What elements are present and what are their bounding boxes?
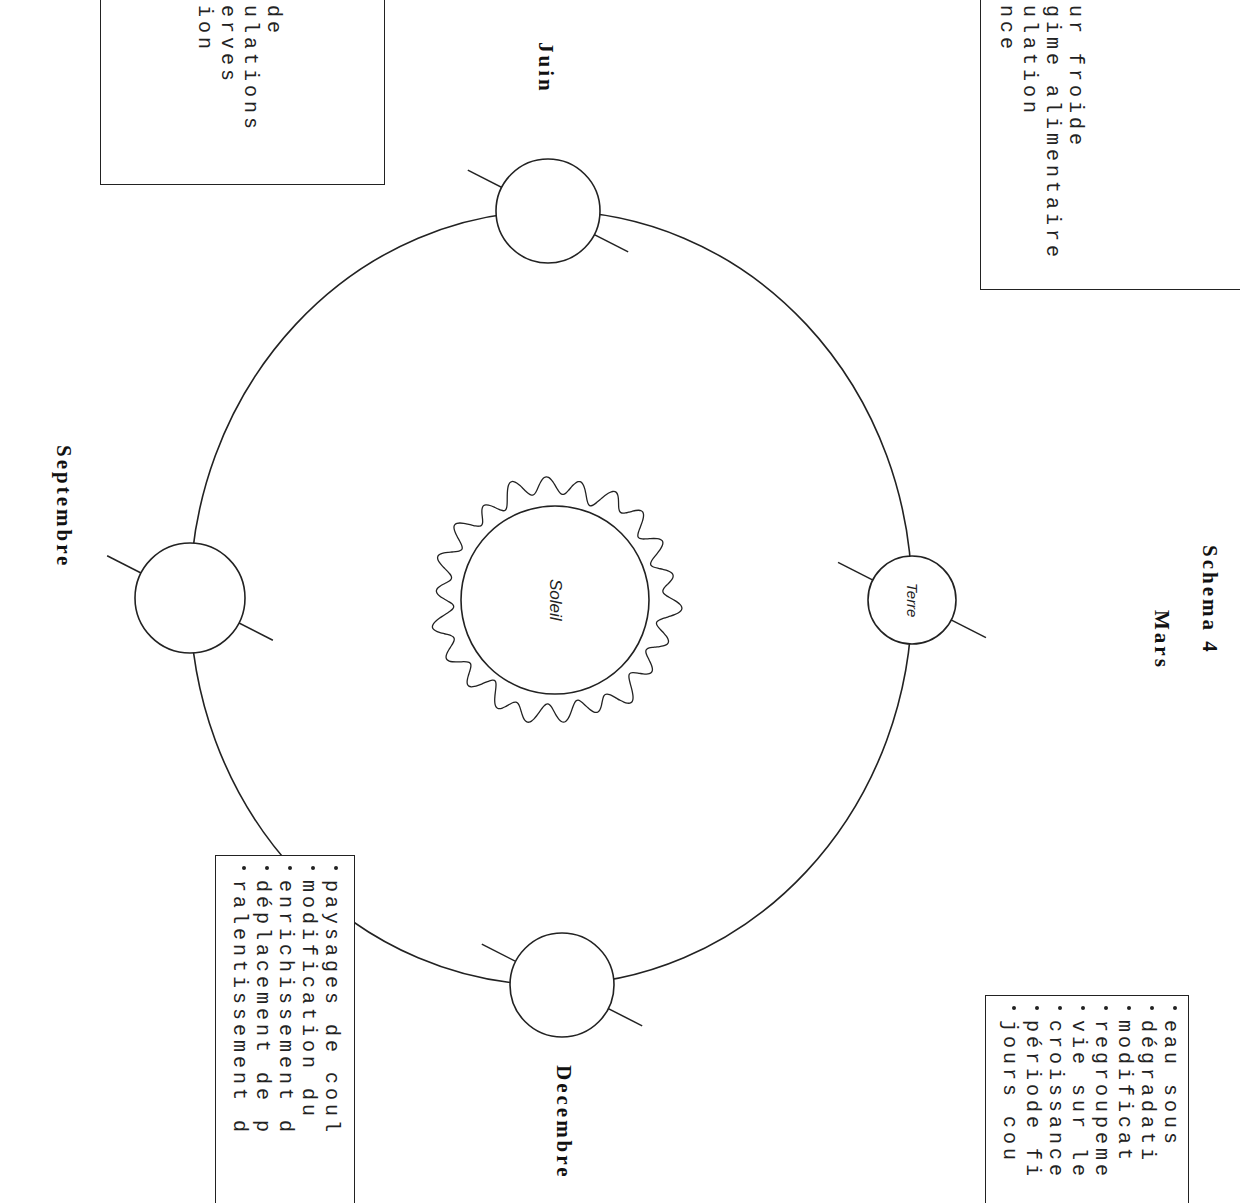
- list-text: ulation: [1018, 5, 1041, 117]
- bullet-dot: [1035, 1006, 1039, 1010]
- list-item: gime alimentaire: [1041, 5, 1064, 261]
- list-item: période fi: [1021, 1006, 1044, 1180]
- month-label: Decembre: [552, 1065, 576, 1180]
- list-text: erves: [216, 5, 239, 85]
- circle-text-holder: Soleil: [460, 505, 650, 695]
- note-box: nceulationgime alimentaireur froide: [980, 0, 1240, 290]
- body-name: Terre: [904, 583, 921, 617]
- bullet-dot: [265, 866, 269, 870]
- bullet-dot: [311, 866, 315, 870]
- month-label: Septembre: [52, 445, 76, 568]
- list-text: eau sous: [1159, 1020, 1182, 1148]
- list-item: jours cou: [998, 1006, 1021, 1180]
- list-item: ion: [193, 5, 216, 133]
- list-item: dégradati: [1136, 1006, 1159, 1180]
- list-item: croissance: [1044, 1006, 1067, 1180]
- list-text: nce: [995, 5, 1018, 53]
- list-text: vie sur le: [1067, 1020, 1090, 1180]
- list-text: de: [262, 5, 285, 37]
- list-item: nce: [995, 5, 1018, 261]
- body-name: Soleil: [545, 579, 565, 621]
- list-text: paysages de coul: [320, 880, 343, 1136]
- list-item: de: [262, 5, 285, 133]
- list-item: enrichissement d: [274, 866, 297, 1136]
- list-text: enrichissement d: [274, 880, 297, 1136]
- circle-text-holder: Terre: [867, 555, 957, 645]
- list-text: période fi: [1021, 1020, 1044, 1180]
- list-text: ion: [193, 5, 216, 53]
- list-text: regroupeme: [1090, 1020, 1113, 1180]
- list-text: ulations: [239, 5, 262, 133]
- bullet-dot: [1058, 1006, 1062, 1010]
- bullet-dot: [1150, 1006, 1154, 1010]
- circle-shape: [868, 556, 956, 644]
- schema-title: Schema 4: [1198, 545, 1222, 655]
- bullet-dot: [288, 866, 292, 870]
- bullet-dot: [1081, 1006, 1085, 1010]
- note-list: ralentissement ddéplacement de penrichis…: [216, 856, 343, 1136]
- list-item: vie sur le: [1067, 1006, 1090, 1180]
- body-circle: Soleil: [460, 505, 650, 695]
- sun-corona: [432, 477, 682, 722]
- list-item: modification du: [297, 866, 320, 1136]
- list-item: ralentissement d: [228, 866, 251, 1136]
- list-item: ur froide: [1064, 5, 1087, 261]
- earth-circle: [496, 159, 600, 263]
- bullet-dot: [1127, 1006, 1131, 1010]
- list-text: croissance: [1044, 1020, 1067, 1180]
- list-text: jours cou: [998, 1020, 1021, 1164]
- circle-shape: [461, 506, 649, 694]
- note-list: nceulationgime alimentaireur froide: [981, 0, 1087, 261]
- list-text: modificat: [1113, 1020, 1136, 1164]
- month-label: Mars: [1150, 610, 1174, 670]
- bullet-dot: [242, 866, 246, 870]
- list-item: eau sous: [1159, 1006, 1182, 1180]
- list-item: ulations: [239, 5, 262, 133]
- note-box: ionervesulationsde: [100, 0, 385, 185]
- bullet-dot: [1173, 1006, 1177, 1010]
- list-item: ulation: [1018, 5, 1041, 261]
- list-item: erves: [216, 5, 239, 133]
- list-item: regroupeme: [1090, 1006, 1113, 1180]
- bullet-dot: [1104, 1006, 1108, 1010]
- list-text: déplacement de p: [251, 880, 274, 1136]
- list-text: ur froide: [1064, 5, 1087, 149]
- earth-circle: [135, 543, 245, 653]
- earth-circle: [510, 933, 614, 1037]
- list-item: paysages de coul: [320, 866, 343, 1136]
- note-list: jours coupériode ficroissancevie sur ler…: [986, 996, 1182, 1180]
- list-text: gime alimentaire: [1041, 5, 1064, 261]
- month-label: Juin: [534, 42, 558, 94]
- list-item: modificat: [1113, 1006, 1136, 1180]
- bullet-dot: [1012, 1006, 1016, 1010]
- note-box: jours coupériode ficroissancevie sur ler…: [985, 995, 1189, 1203]
- body-circle: Terre: [867, 555, 957, 645]
- bullet-dot: [334, 866, 338, 870]
- sun-rays: [432, 477, 682, 722]
- note-box: ralentissement ddéplacement de penrichis…: [215, 855, 355, 1203]
- list-item: déplacement de p: [251, 866, 274, 1136]
- list-text: modification du: [297, 880, 320, 1120]
- list-text: dégradati: [1136, 1020, 1159, 1164]
- note-list: ionervesulationsde: [101, 0, 285, 133]
- list-text: ralentissement d: [228, 880, 251, 1136]
